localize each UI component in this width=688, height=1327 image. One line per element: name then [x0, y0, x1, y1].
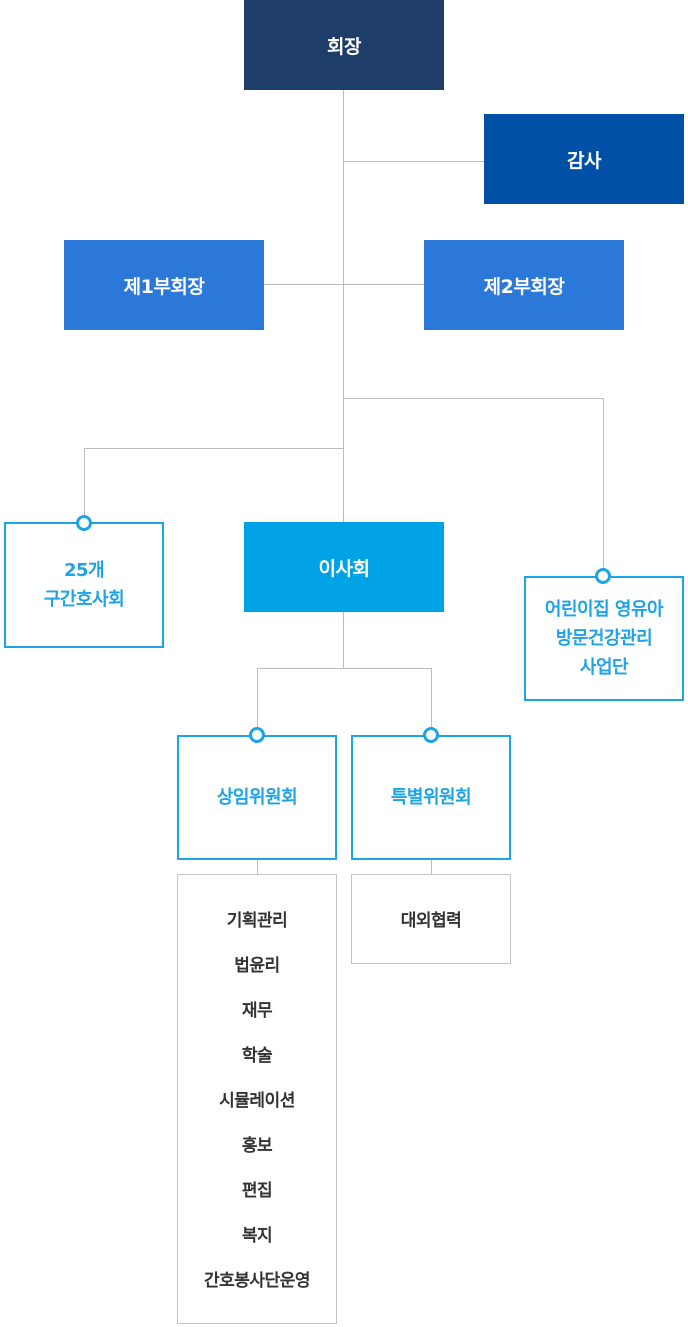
list-item: 복지: [241, 1226, 273, 1246]
connector-standing-v: [257, 668, 258, 736]
district-assoc-box: 25개 구간호사회: [4, 522, 164, 648]
connector-right-branch-v: [603, 398, 604, 576]
chairman-box: 회장: [244, 0, 444, 90]
connector-special-list: [431, 858, 432, 875]
list-item: 홍보: [241, 1136, 273, 1156]
list-item: 대외협력: [400, 911, 462, 931]
connector-main-trunk: [343, 90, 344, 522]
special-committee-list: 대외협력: [351, 874, 511, 964]
connector-right-branch-h: [343, 398, 604, 399]
list-item: 재무: [241, 1001, 273, 1021]
list-item: 편집: [241, 1181, 273, 1201]
auditor-box: 감사: [484, 114, 684, 204]
connector-dot-district: [76, 515, 92, 531]
connector-auditor: [343, 161, 484, 162]
visit-health-team-box: 어린이집 영유아 방문건강관리 사업단: [524, 576, 684, 701]
connector-dot-standing: [249, 727, 265, 743]
vice-chair-1-box: 제1부회장: [64, 240, 264, 330]
connector-board-down: [343, 611, 344, 668]
connector-dot-special: [423, 727, 439, 743]
standing-committee-box: 상임위원회: [177, 735, 337, 860]
list-item: 간호봉사단운영: [204, 1271, 310, 1291]
special-committee-box: 특별위원회: [351, 735, 511, 860]
standing-committee-list: 기획관리 법윤리 재무 학술 시뮬레이션 홍보 편집 복지 간호봉사단운영: [177, 874, 337, 1324]
list-item: 시뮬레이션: [219, 1091, 295, 1111]
connector-left-branch-h: [84, 448, 344, 449]
list-item: 학술: [241, 1046, 273, 1066]
list-item: 기획관리: [226, 911, 288, 931]
vice-chair-2-box: 제2부회장: [424, 240, 624, 330]
list-item: 법윤리: [234, 956, 280, 976]
connector-vice-chairs: [264, 284, 424, 285]
connector-committees-h: [257, 668, 432, 669]
connector-dot-visit-health: [595, 568, 611, 584]
connector-special-v: [431, 668, 432, 736]
connector-standing-list: [257, 858, 258, 875]
connector-left-branch-v: [84, 448, 85, 524]
board-box: 이사회: [244, 522, 444, 612]
